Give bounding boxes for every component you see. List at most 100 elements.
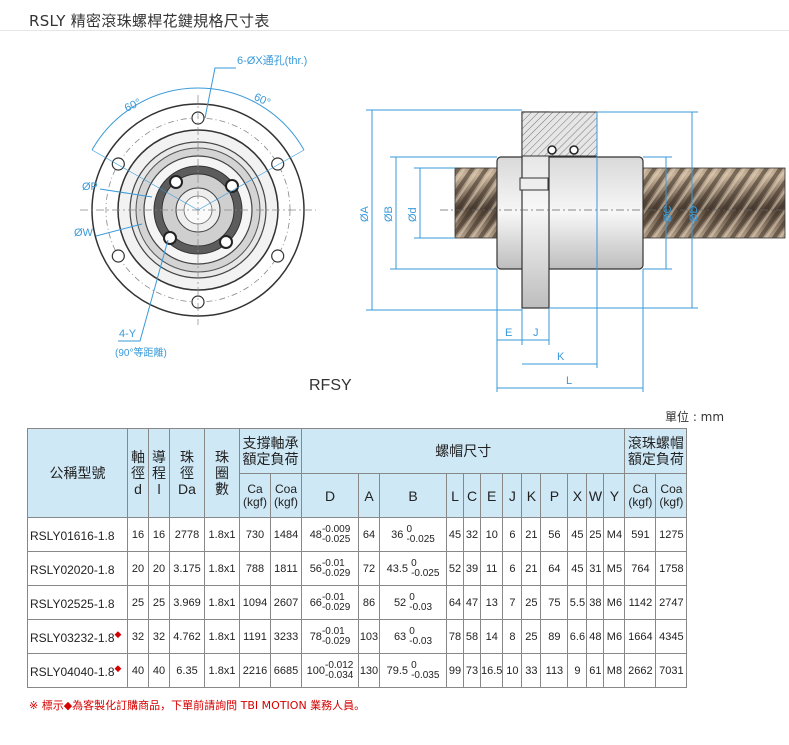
cell-ca2: 764 <box>624 551 657 586</box>
hole-6 <box>111 157 125 171</box>
cell-model: RSLY04040-1.8◆ <box>27 653 128 688</box>
cell-B: 63 0-0.03 <box>379 619 447 654</box>
cell-coa2: 4345 <box>655 619 688 654</box>
cell-W: 38 <box>586 585 605 620</box>
header-support-load: 支撐軸承額定負荷 <box>239 428 302 474</box>
header-K: K <box>521 473 542 518</box>
header-ca: Ca(kgf) <box>239 473 271 518</box>
tap-2 <box>225 179 239 193</box>
label-a: ØA <box>359 205 371 222</box>
cell-C: 73 <box>463 653 481 688</box>
cell-P: 64 <box>540 551 569 586</box>
cell-L: 45 <box>446 517 464 552</box>
cell-A: 130 <box>358 653 380 688</box>
cell-P: 113 <box>540 653 569 688</box>
cell-Y: M5 <box>603 551 626 586</box>
cell-coa2: 1758 <box>655 551 688 586</box>
label-j: J <box>533 327 539 339</box>
cell-K: 21 <box>521 551 542 586</box>
cell-da: 4.762 <box>169 619 205 654</box>
header-circuits: 珠圈數 <box>204 428 240 518</box>
cell-B: 52 0-0.03 <box>379 585 447 620</box>
cell-A: 64 <box>358 517 380 552</box>
cell-J: 6 <box>502 551 523 586</box>
cell-K: 25 <box>521 619 542 654</box>
cell-K: 25 <box>521 585 542 620</box>
label-angle-2: 60° <box>252 91 272 109</box>
header-X: X <box>567 473 588 518</box>
cell-da: 2778 <box>169 517 205 552</box>
cell-d: 32 <box>127 619 149 654</box>
cell-J: 8 <box>502 619 523 654</box>
header-C: C <box>463 473 481 518</box>
cell-A: 103 <box>358 619 380 654</box>
cell-ca2: 2662 <box>624 653 657 688</box>
cell-D: 48-0.009-0.025 <box>301 517 359 552</box>
cell-coa: 2607 <box>270 585 302 620</box>
cell-d: 16 <box>127 517 149 552</box>
side-view <box>366 109 786 392</box>
cell-E: 13 <box>479 585 504 620</box>
cell-D: 56-0.01-0.029 <box>301 551 359 586</box>
cell-J: 6 <box>502 517 523 552</box>
label-k: K <box>557 351 565 363</box>
label-w: ØW <box>74 227 94 239</box>
cell-d: 25 <box>127 585 149 620</box>
cell-E: 10 <box>479 517 504 552</box>
cell-da: 3.969 <box>169 585 205 620</box>
cell-C: 32 <box>463 517 481 552</box>
header-A: A <box>358 473 380 518</box>
cell-l: 25 <box>148 585 170 620</box>
cell-X: 5.5 <box>567 585 588 620</box>
cell-model: RSLY02525-1.8 <box>27 585 128 620</box>
label-b: ØB <box>383 206 395 222</box>
cell-ca: 788 <box>239 551 271 586</box>
cell-W: 25 <box>586 517 605 552</box>
cell-W: 48 <box>586 619 605 654</box>
cell-X: 45 <box>567 551 588 586</box>
cell-K: 21 <box>521 517 542 552</box>
label-c: ØC <box>662 205 674 222</box>
cell-ca: 1094 <box>239 585 271 620</box>
cell-l: 32 <box>148 619 170 654</box>
header-P: P <box>540 473 569 518</box>
hole-3 <box>271 249 285 263</box>
cell-C: 47 <box>463 585 481 620</box>
cell-P: 89 <box>540 619 569 654</box>
cell-coa2: 7031 <box>655 653 688 688</box>
label-angle-1: 60° <box>123 97 143 115</box>
cell-d: 20 <box>127 551 149 586</box>
cell-coa: 3233 <box>270 619 302 654</box>
cell-n: 1.8x1 <box>204 517 240 552</box>
label-holes: 6-ØX通孔(thr.) <box>237 54 307 67</box>
header-Y: Y <box>603 473 626 518</box>
cell-E: 11 <box>479 551 504 586</box>
cell-D: 78-0.01-0.029 <box>301 619 359 654</box>
cell-P: 56 <box>540 517 569 552</box>
cell-coa: 1484 <box>270 517 302 552</box>
cell-D: 100-0.012-0.034 <box>301 653 359 688</box>
tap-4 <box>219 235 233 249</box>
cell-E: 14 <box>479 619 504 654</box>
cell-Y: M6 <box>603 619 626 654</box>
front-view <box>80 67 316 342</box>
cell-K: 33 <box>521 653 542 688</box>
cell-X: 45 <box>567 517 588 552</box>
cell-coa: 1811 <box>270 551 302 586</box>
nut-body <box>496 156 644 270</box>
cell-model: RSLY03232-1.8◆ <box>27 619 128 654</box>
cell-ca2: 591 <box>624 517 657 552</box>
label-p: ØP <box>82 181 98 193</box>
title-divider <box>0 30 789 31</box>
cell-X: 6.6 <box>567 619 588 654</box>
technical-drawing: 6-ØX通孔(thr.) 60° 60° ØP ØW 4-Y (90°等距離) … <box>74 54 786 394</box>
cell-B: 36 0-0.025 <box>379 517 447 552</box>
cell-da: 3.175 <box>169 551 205 586</box>
